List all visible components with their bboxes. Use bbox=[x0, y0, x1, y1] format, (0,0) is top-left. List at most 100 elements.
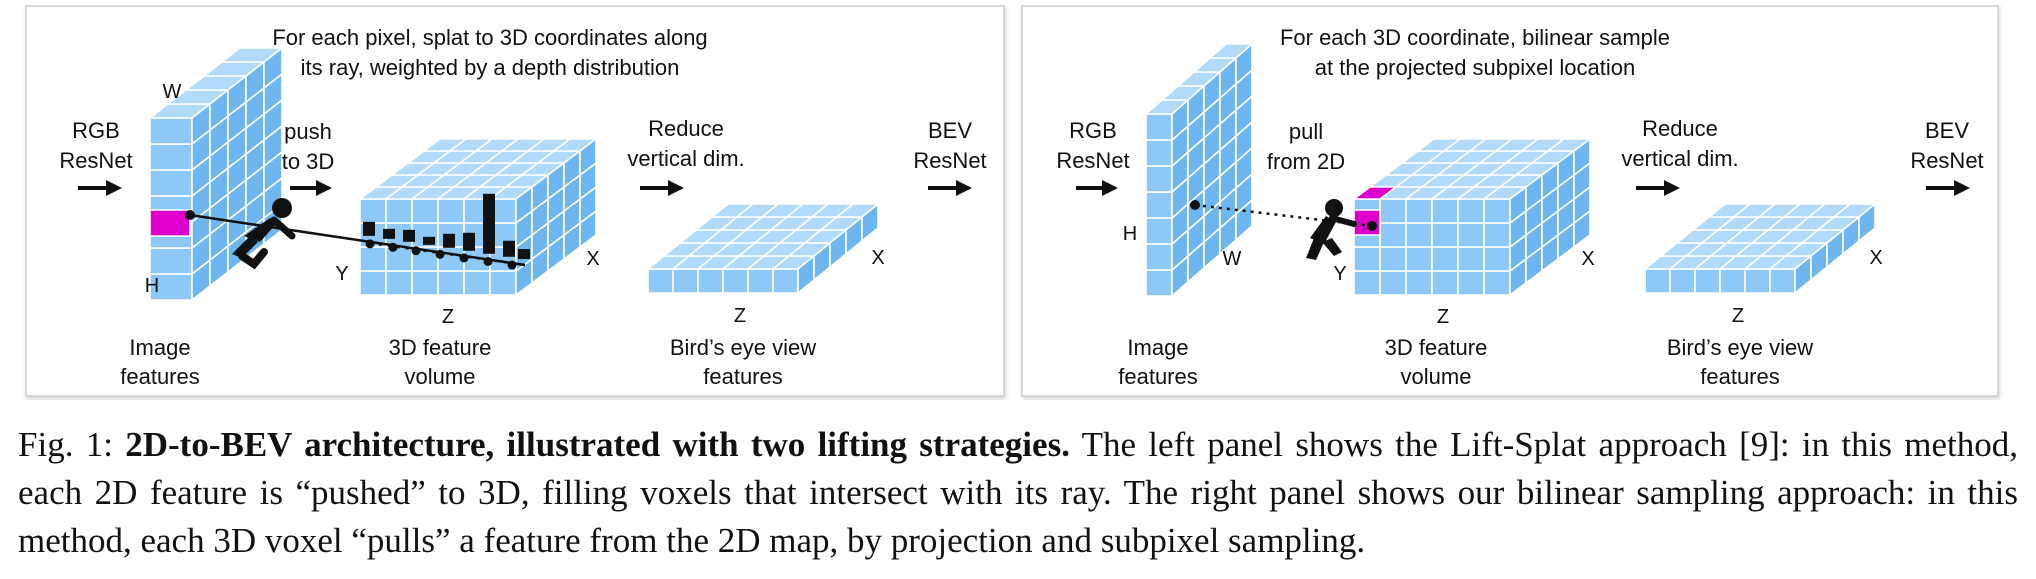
left-vol-z-label: Z bbox=[442, 306, 454, 328]
left-depth-bar bbox=[503, 240, 515, 257]
right-bev-x-label: X bbox=[1869, 247, 1882, 269]
right-bev-resnet-line-1: BEV bbox=[1925, 118, 1969, 143]
right-bev-features-label-line-2: features bbox=[1700, 364, 1780, 389]
left-ray-sample-dot bbox=[365, 239, 375, 249]
right-vol-front-cell bbox=[1431, 270, 1459, 296]
right-vol-x-label: X bbox=[1581, 248, 1594, 270]
left-push-person-icon bbox=[232, 198, 296, 270]
left-vol-front-cell bbox=[385, 198, 413, 224]
left-vol-front-cell bbox=[411, 198, 439, 224]
left-depth-bar bbox=[443, 233, 455, 248]
left-vol-front-cell bbox=[411, 270, 439, 296]
left-header-line-1: For each pixel, splat to 3D coordinates … bbox=[272, 25, 707, 50]
left-ray-sample-dot bbox=[459, 253, 469, 263]
right-vol-y-label: Y bbox=[1333, 263, 1346, 285]
right-img-front-cell bbox=[1145, 269, 1173, 297]
right-arrow-4 bbox=[1926, 180, 1970, 196]
left-depth-bar bbox=[483, 193, 495, 254]
left-arrow-2 bbox=[290, 180, 332, 196]
right-vol-highlight-cell bbox=[1353, 209, 1381, 236]
right-bev-side-cell bbox=[1858, 202, 1876, 243]
left-vol-front-cell bbox=[359, 246, 387, 272]
right-rgb-label-line-2: ResNet bbox=[1056, 148, 1129, 173]
left-depth-bar bbox=[403, 229, 415, 242]
right-bev-resnet-line-2: ResNet bbox=[1910, 148, 1983, 173]
left-bev-front-cell bbox=[747, 268, 774, 294]
left-depth-bar bbox=[518, 249, 530, 259]
right-vol-front-cell bbox=[1483, 246, 1511, 272]
right-header-line-2: at the projected subpixel location bbox=[1315, 55, 1635, 80]
right-vol-front-cell bbox=[1405, 246, 1433, 272]
left-depth-bar bbox=[363, 221, 375, 236]
left-bev-features-label-line-2: features bbox=[703, 364, 783, 389]
figure-caption: Fig. 1: 2D-to-BEV architecture, illustra… bbox=[18, 421, 2018, 565]
right-vol-front-cell bbox=[1379, 246, 1407, 272]
right-bev-feature-grid bbox=[1642, 202, 1878, 295]
left-arrow-1 bbox=[78, 180, 122, 196]
left-volume-label-line-1: 3D feature bbox=[389, 335, 492, 360]
left-ray-sample-points bbox=[365, 239, 517, 270]
right-vol-front-cell bbox=[1353, 270, 1381, 296]
left-bev-side-cell bbox=[861, 202, 879, 243]
right-bev-z-label: Z bbox=[1732, 305, 1744, 327]
right-vol-front-cell bbox=[1353, 246, 1381, 272]
right-vol-front-cell bbox=[1483, 222, 1511, 248]
right-ray bbox=[1190, 200, 1377, 231]
left-vol-x-label: X bbox=[586, 248, 599, 270]
left-ray-sample-dot bbox=[435, 249, 445, 259]
left-img-front-cell bbox=[149, 169, 193, 197]
right-img-h-label: H bbox=[1123, 223, 1137, 245]
right-arrow-1 bbox=[1076, 180, 1118, 196]
right-volume-label-line-2: volume bbox=[1401, 364, 1472, 389]
left-depth-distribution-bars bbox=[363, 193, 530, 259]
right-img-front-cell bbox=[1145, 191, 1173, 219]
right-img-front-cell bbox=[1145, 139, 1173, 167]
left-ray-sample-dot bbox=[483, 256, 493, 266]
left-vol-side-cell bbox=[579, 137, 597, 177]
right-vol-front-cell bbox=[1457, 198, 1485, 224]
right-img-side-cell bbox=[1235, 42, 1253, 86]
left-rgb-label-line-1: RGB bbox=[72, 118, 120, 143]
left-bev-front-cell bbox=[772, 268, 799, 294]
right-bev-front-cell bbox=[1769, 268, 1796, 294]
caption-text: The left panel shows the Lift-Splat appr… bbox=[18, 425, 2019, 560]
left-header-line-2: its ray, weighted by a depth distributio… bbox=[301, 55, 680, 80]
right-bev-front-cell bbox=[1644, 268, 1671, 294]
right-image-features-label-line-2: features bbox=[1118, 364, 1198, 389]
right-img-front-cell bbox=[1145, 217, 1173, 245]
right-lift-label-line-1: pull bbox=[1289, 119, 1323, 144]
right-vol-front-cell bbox=[1379, 198, 1407, 224]
right-img-w-label: W bbox=[1223, 248, 1242, 270]
left-ray-sample-dot bbox=[507, 260, 517, 270]
figure-diagram: For each pixel, splat to 3D coordinates … bbox=[25, 5, 1999, 397]
left-arrow-4 bbox=[928, 180, 972, 196]
left-bev-resnet-line-1: BEV bbox=[928, 118, 972, 143]
left-depth-bar bbox=[423, 236, 435, 245]
left-img-front-cell bbox=[149, 247, 193, 275]
left-reduce-label-line-1: Reduce bbox=[648, 116, 724, 141]
left-bev-front-cell bbox=[697, 268, 724, 294]
left-img-w-label: W bbox=[163, 81, 182, 103]
left-img-h-label: H bbox=[145, 275, 159, 297]
caption-prefix: Fig. 1: bbox=[18, 425, 126, 464]
left-rgb-label-line-2: ResNet bbox=[59, 148, 132, 173]
left-depth-bar bbox=[383, 228, 395, 239]
right-vol-front-cell bbox=[1483, 270, 1511, 296]
right-vol-z-label: Z bbox=[1437, 306, 1449, 328]
left-img-highlight-cell bbox=[149, 209, 191, 237]
left-img-front-cell bbox=[149, 117, 193, 145]
left-lift-label-line-1: push bbox=[284, 119, 332, 144]
left-vol-front-cell bbox=[385, 246, 413, 272]
left-image-features-label-line-2: features bbox=[120, 364, 200, 389]
right-pull-person-icon bbox=[1306, 199, 1357, 260]
left-vol-front-cell bbox=[489, 270, 517, 296]
right-bev-front-cell bbox=[1669, 268, 1696, 294]
left-bev-front-cell bbox=[647, 268, 674, 294]
left-ray-sample-dot bbox=[388, 242, 398, 252]
left-bev-x-label: X bbox=[871, 247, 884, 269]
right-reduce-label-line-2: vertical dim. bbox=[1621, 146, 1738, 171]
right-img-front-cell bbox=[1145, 243, 1173, 271]
left-bev-resnet-line-2: ResNet bbox=[913, 148, 986, 173]
left-image-features-label-line-1: Image bbox=[129, 335, 190, 360]
right-bev-features-label-line-1: Bird’s eye view bbox=[1667, 335, 1813, 360]
